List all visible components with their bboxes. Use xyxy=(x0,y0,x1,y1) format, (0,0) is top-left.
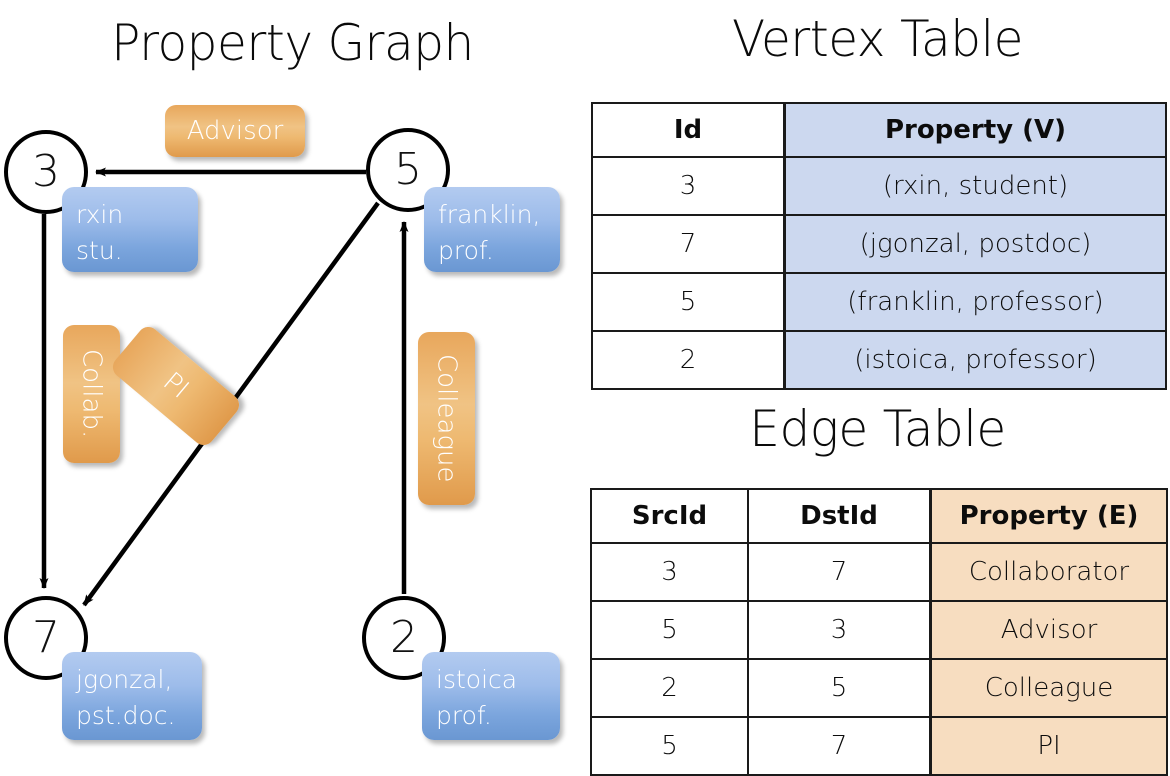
graph-node-3-label: 3 xyxy=(32,146,60,197)
edge-label-advisor-text: Advisor xyxy=(186,116,284,146)
table-row[interactable]: 3 7 Collaborator xyxy=(590,542,1168,602)
vertex-property-jgonzal-line1: jgonzal, xyxy=(76,665,173,694)
vertex-property-franklin-line2: prof. xyxy=(438,235,494,265)
page-title-edge-table: Edge Table xyxy=(749,400,1006,458)
edge-table-cell-property: Colleague xyxy=(929,658,1168,718)
vertex-table-cell-id: 3 xyxy=(591,156,786,216)
vertex-table-cell-id: 2 xyxy=(591,330,786,390)
vertex-property-jgonzal-line2: pst.doc. xyxy=(76,700,176,730)
edge-table-cell-property: Collaborator xyxy=(929,542,1168,602)
page-title-vertex-table: Vertex Table xyxy=(732,10,1023,68)
edge-table-header-srcid: SrcId xyxy=(590,488,749,544)
edge-table-cell-srcid: 5 xyxy=(590,716,749,776)
vertex-table-header-row: Id Property (V) xyxy=(591,102,1167,158)
edge-table-header-dstid: DstId xyxy=(747,488,932,544)
table-row[interactable]: 2 5 Colleague xyxy=(590,658,1168,718)
edge-label-collab-text: Collab. xyxy=(76,349,107,439)
vertex-property-rxin-line2: stu. xyxy=(76,235,123,265)
edge-table-header-property: Property (E) xyxy=(929,488,1168,544)
edge-label-box-collab[interactable]: Collab. xyxy=(63,325,120,463)
vertex-table: Id Property (V) 3 (rxin, student) 7 (jgo… xyxy=(591,102,1167,390)
table-row[interactable]: 2 (istoica, professor) xyxy=(591,330,1167,390)
edge-table-header-row: SrcId DstId Property (E) xyxy=(590,488,1168,544)
table-row[interactable]: 5 7 PI xyxy=(590,716,1168,776)
vertex-table-cell-property: (istoica, professor) xyxy=(783,330,1167,390)
vertex-property-franklin-line1: franklin, xyxy=(438,200,541,229)
edge-table-cell-dstid: 5 xyxy=(747,658,932,718)
vertex-property-istoica-line1: istoica xyxy=(436,665,518,694)
graph-node-5[interactable]: 5 xyxy=(366,128,450,212)
table-row[interactable]: 3 (rxin, student) xyxy=(591,156,1167,216)
vertex-table-cell-id: 7 xyxy=(591,214,786,274)
table-row[interactable]: 5 3 Advisor xyxy=(590,600,1168,660)
property-graph-panel: Property Graph 3 5 7 2 rxin stu. frankli… xyxy=(0,0,585,760)
table-row[interactable]: 7 (jgonzal, postdoc) xyxy=(591,214,1167,274)
edge-table-cell-srcid: 2 xyxy=(590,658,749,718)
edge-table-cell-srcid: 3 xyxy=(590,542,749,602)
graph-node-7-label: 7 xyxy=(32,612,60,663)
vertex-property-box-jgonzal[interactable]: jgonzal, pst.doc. xyxy=(62,652,202,740)
edge-label-box-advisor[interactable]: Advisor xyxy=(165,105,305,157)
vertex-property-box-franklin[interactable]: franklin, prof. xyxy=(424,187,560,272)
graph-node-2[interactable]: 2 xyxy=(362,596,446,680)
edge-table: SrcId DstId Property (E) 3 7 Collaborato… xyxy=(590,488,1168,776)
page-title-property-graph: Property Graph xyxy=(111,14,474,72)
vertex-table-cell-id: 5 xyxy=(591,272,786,332)
table-row[interactable]: 5 (franklin, professor) xyxy=(591,272,1167,332)
edge-label-box-colleague[interactable]: Colleague xyxy=(418,332,475,505)
edge-table-cell-dstid: 3 xyxy=(747,600,932,660)
vertex-property-rxin-line1: rxin xyxy=(76,200,124,229)
edge-label-pi-text: PI xyxy=(157,366,195,405)
edge-table-cell-property: PI xyxy=(929,716,1168,776)
edge-table-cell-srcid: 5 xyxy=(590,600,749,660)
vertex-table-cell-property: (franklin, professor) xyxy=(783,272,1167,332)
graph-node-2-label: 2 xyxy=(390,612,418,663)
vertex-table-header-id: Id xyxy=(591,102,786,158)
vertex-property-box-istoica[interactable]: istoica prof. xyxy=(422,652,560,740)
edge-table-cell-dstid: 7 xyxy=(747,542,932,602)
vertex-property-box-rxin[interactable]: rxin stu. xyxy=(62,187,198,272)
edge-label-colleague-text: Colleague xyxy=(431,354,462,483)
vertex-table-cell-property: (jgonzal, postdoc) xyxy=(783,214,1167,274)
graph-node-5-label: 5 xyxy=(394,144,422,195)
vertex-table-cell-property: (rxin, student) xyxy=(783,156,1167,216)
edge-table-cell-dstid: 7 xyxy=(747,716,932,776)
vertex-table-header-property: Property (V) xyxy=(783,102,1167,158)
edge-table-cell-property: Advisor xyxy=(929,600,1168,660)
vertex-property-istoica-line2: prof. xyxy=(436,700,492,730)
